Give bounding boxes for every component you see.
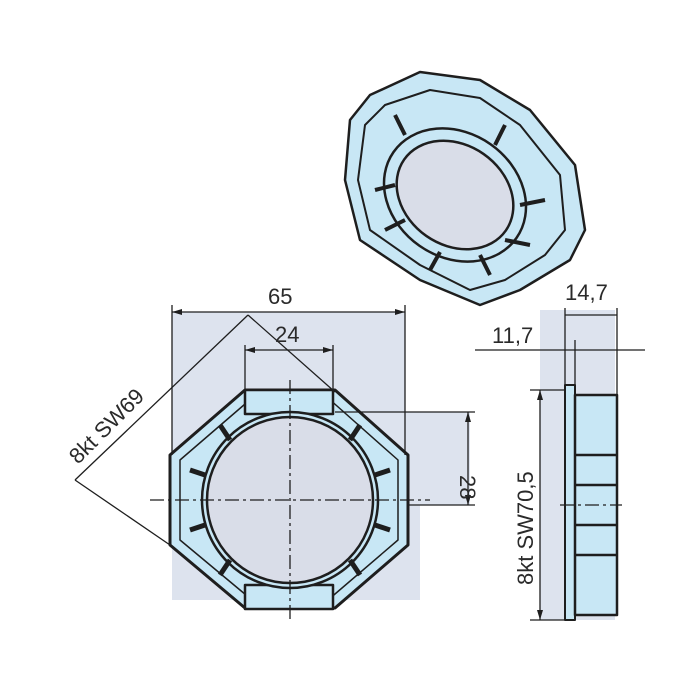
dim-across-flats-side: 8kt SW70,5: [513, 471, 538, 585]
dim-width-overall: 65: [268, 284, 292, 309]
isometric-view: [343, 70, 587, 307]
dim-flat-height: 28: [455, 475, 480, 499]
dim-across-flats-front: 8kt SW69: [64, 383, 149, 468]
dim-thickness-flange: 11,7: [492, 323, 533, 348]
front-dimension-lines: [74, 305, 475, 546]
front-view: [150, 380, 430, 620]
dim-thickness-total: 14,7: [565, 280, 608, 305]
arrowheads: [172, 309, 543, 620]
side-view: [475, 308, 645, 621]
dim-flat-width: 24: [275, 322, 299, 347]
